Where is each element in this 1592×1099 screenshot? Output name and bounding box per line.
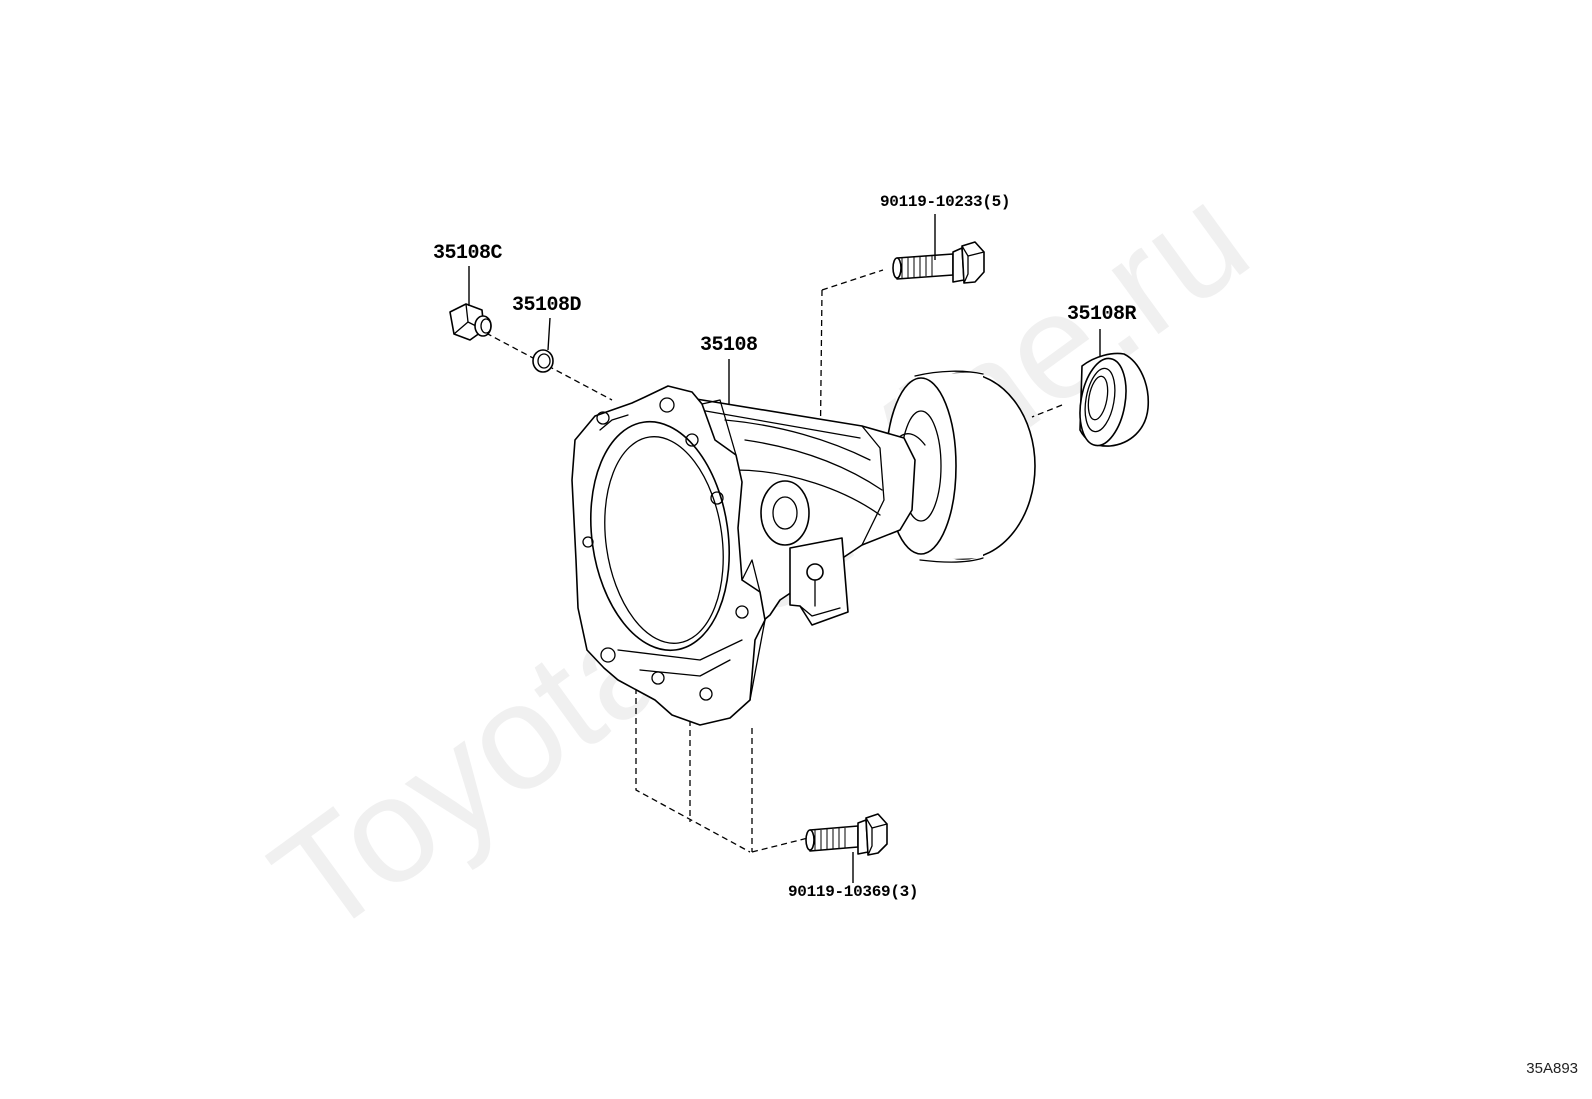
plug-35108c xyxy=(449,303,492,341)
bolt-90119-10233 xyxy=(892,241,985,284)
oil-seal-35108r xyxy=(1079,352,1150,447)
gasket-35108d xyxy=(532,349,554,373)
diagram-code: 35A893 xyxy=(1526,1060,1578,1077)
leader-lines xyxy=(468,214,1101,883)
bolt-90119-10369 xyxy=(805,813,888,856)
label-35108: 35108 xyxy=(700,334,758,357)
label-35108r: 35108R xyxy=(1067,303,1137,326)
label-35108c: 35108C xyxy=(433,242,503,265)
extension-housing-35108 xyxy=(571,370,1036,726)
label-35108d: 35108D xyxy=(512,294,582,317)
label-bolt-bottom: 90119-10369(3) xyxy=(788,883,919,901)
label-bolt-top: 90119-10233(5) xyxy=(880,193,1011,211)
